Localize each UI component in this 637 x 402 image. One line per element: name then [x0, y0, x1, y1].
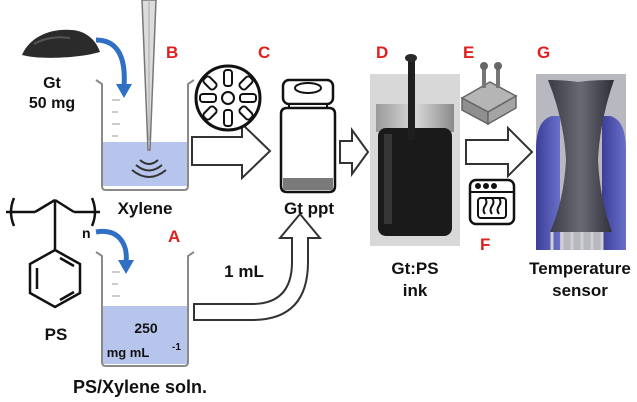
gt-label: Gt: [43, 75, 61, 92]
ps-label: PS: [45, 325, 68, 344]
step-a-letter: A: [168, 227, 180, 246]
centrifuge-rotor-icon: [194, 64, 262, 132]
ps-solution-beaker: [95, 251, 195, 367]
vial-icon: [279, 78, 337, 194]
printed-sensor-photo: [536, 74, 626, 250]
sensor-label-line2: sensor: [552, 281, 608, 300]
graphite-powder-pile-icon: [22, 29, 100, 58]
add-powder-arrowhead: [116, 84, 132, 98]
doctor-blade-icon: [460, 62, 518, 126]
ultrasound-waves-icon: [131, 159, 167, 178]
pipette-icon: [141, 0, 157, 151]
polymer-n-label: n: [82, 225, 91, 241]
add-ps-arrowhead: [118, 260, 134, 274]
gt-ppt-label: Gt ppt: [284, 199, 334, 218]
xylene-beaker: [95, 79, 195, 191]
gt-mass-label: 50 mg: [29, 95, 75, 112]
polystyrene-structure-icon: [6, 197, 100, 309]
step-e-letter: E: [463, 43, 474, 62]
arrow-to-ink: [339, 126, 370, 178]
add-powder-arrow: [95, 37, 127, 87]
concentration-exponent: -1: [172, 342, 181, 353]
arrow-to-vial: [191, 121, 272, 181]
arrow-1ml: [193, 212, 323, 321]
step-f-letter: F: [480, 235, 490, 254]
oven-icon: [468, 178, 516, 226]
xylene-label: Xylene: [118, 199, 173, 218]
ink-jar-photo: [370, 54, 460, 246]
sensor-label-line1: Temperature: [529, 259, 631, 278]
step-d-letter: D: [376, 43, 388, 62]
step-c-letter: C: [258, 43, 270, 62]
add-ps-arrow: [95, 228, 129, 263]
volume-label: 1 mL: [224, 262, 264, 281]
concentration-unit: mg mL: [107, 345, 150, 360]
arrow-to-sensor: [465, 125, 534, 179]
ink-label-line2: ink: [403, 281, 428, 300]
ps-solution-label: PS/Xylene soln.: [73, 377, 207, 397]
step-b-letter: B: [166, 43, 178, 62]
step-g-letter: G: [537, 43, 550, 62]
ink-label-line1: Gt:PS: [391, 259, 438, 278]
concentration-value: 250: [134, 320, 158, 336]
